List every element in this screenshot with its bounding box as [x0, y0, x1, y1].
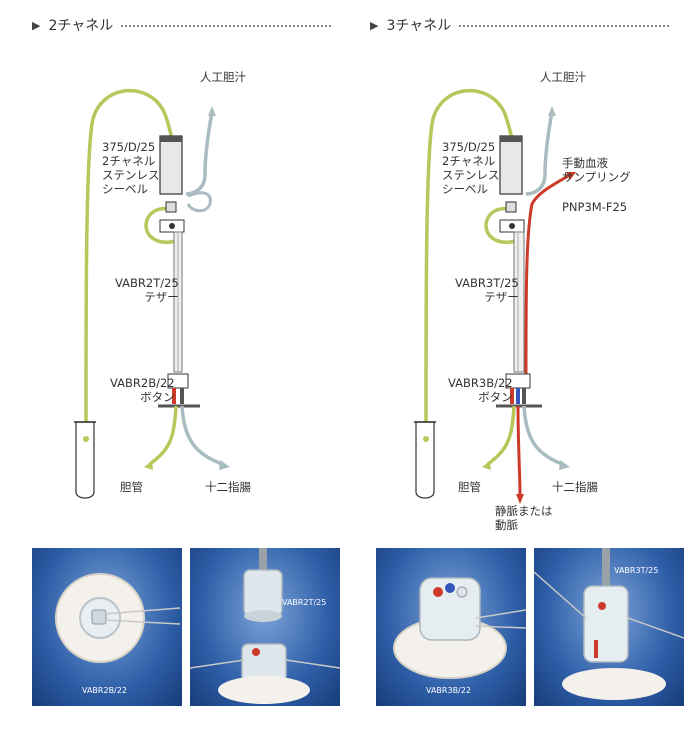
gray-bile-tube	[526, 112, 552, 194]
button-dark-port	[180, 388, 184, 404]
gray-out-tube	[182, 406, 222, 464]
gray-bile-tube	[186, 112, 212, 194]
wire	[286, 660, 340, 668]
connector-base	[244, 610, 282, 622]
label-bile: 人工胆汁	[540, 70, 586, 84]
photo-vabr3b-art	[376, 548, 526, 706]
label-bile-duct: 胆管	[458, 480, 481, 494]
felt-pad	[218, 676, 310, 704]
red-out-tube	[518, 406, 520, 496]
felt-pad	[562, 668, 666, 700]
button-blue-port	[516, 388, 520, 404]
dotted-divider	[121, 25, 331, 27]
red-port	[252, 648, 260, 656]
arrow-icon	[548, 106, 556, 116]
label-tether: VABR2T/25 テザー	[115, 276, 179, 304]
label-pnp: PNP3M-F25	[562, 200, 627, 214]
label-vein: 静脈または 動脈	[495, 504, 553, 532]
section-header-3ch: ▶ 3チャネル	[370, 14, 669, 36]
spring-wire	[602, 548, 610, 588]
label-button: VABR3B/22 ボタン	[448, 376, 513, 404]
label-sampling: 手動血液 サンプリング	[562, 156, 631, 184]
button-dark-port	[522, 388, 526, 404]
swivel-clip-dot	[169, 223, 175, 229]
arrow-icon	[559, 460, 570, 470]
arrow-icon	[208, 106, 216, 116]
photo-label: VABR2T/25	[282, 598, 326, 607]
photo-vabr2t: VABR2T/25	[190, 548, 340, 706]
spring-wire	[259, 548, 267, 572]
wire	[190, 660, 244, 668]
bile-drop	[423, 436, 429, 442]
label-button: VABR2B/22 ボタン	[110, 376, 175, 404]
dotted-divider	[459, 25, 669, 27]
label-bile-duct: 胆管	[120, 480, 143, 494]
photo-vabr2b: VABR2B/22	[32, 548, 182, 706]
photo-vabr3b: VABR3B/22	[376, 548, 526, 706]
arrow-icon	[144, 461, 153, 470]
section-title: 2チャネル	[48, 15, 113, 35]
diagram-3ch: 人工胆汁 375/D/25 2チャネル ステンレス シーベル 手動血液 サンプリ…	[340, 44, 680, 544]
photo-label: VABR2B/22	[82, 686, 127, 695]
section-header-2ch: ▶ 2チャネル	[32, 14, 331, 36]
gray-loop	[188, 193, 210, 211]
button-core	[92, 610, 106, 624]
triangle-icon: ▶	[32, 19, 40, 32]
label-swivel: 375/D/25 2チャネル ステンレス シーベル	[102, 140, 160, 196]
triangle-icon: ▶	[370, 19, 378, 32]
photo-vabr3t: VABR3T/25	[534, 548, 684, 706]
swivel-connector	[166, 202, 176, 212]
arrow-icon	[482, 461, 491, 470]
arrow-icon	[219, 460, 230, 470]
gray-out-tube	[524, 406, 562, 464]
photo-vabr3t-art	[534, 548, 684, 706]
swivel-cap	[500, 136, 522, 142]
label-bile: 人工胆汁	[200, 70, 246, 84]
arrow-icon	[516, 494, 524, 504]
photo-vabr2t-art	[190, 548, 340, 706]
section-title: 3チャネル	[386, 15, 451, 35]
green-out-tube	[150, 406, 176, 464]
red-port	[433, 587, 443, 597]
label-duodenum: 十二指腸	[205, 480, 251, 494]
tether-connector	[584, 586, 628, 662]
label-tether: VABR3T/25 テザー	[455, 276, 519, 304]
tether-connector	[244, 570, 282, 616]
blue-port	[445, 583, 455, 593]
swivel-connector	[506, 202, 516, 212]
photo-vabr2b-art	[32, 548, 182, 706]
swivel-clip-dot	[509, 223, 515, 229]
collection-tube	[76, 422, 94, 498]
swivel-body	[500, 136, 522, 194]
bile-drop	[83, 436, 89, 442]
wire	[534, 572, 586, 618]
swivel-cap	[160, 136, 182, 142]
wire	[628, 618, 684, 638]
wire	[476, 610, 526, 618]
clear-port	[457, 587, 467, 597]
collection-tube	[416, 422, 434, 498]
photo-label: VABR3B/22	[426, 686, 471, 695]
photo-label: VABR3T/25	[614, 566, 658, 575]
red-port	[598, 602, 606, 610]
green-out-tube	[488, 406, 514, 464]
diagram-2ch: 人工胆汁 375/D/25 2チャネル ステンレス シーベル VABR2T/25…	[0, 44, 340, 544]
label-swivel: 375/D/25 2チャネル ステンレス シーベル	[442, 140, 500, 196]
swivel-body	[160, 136, 182, 194]
red-needle	[594, 640, 598, 658]
label-duodenum: 十二指腸	[552, 480, 598, 494]
